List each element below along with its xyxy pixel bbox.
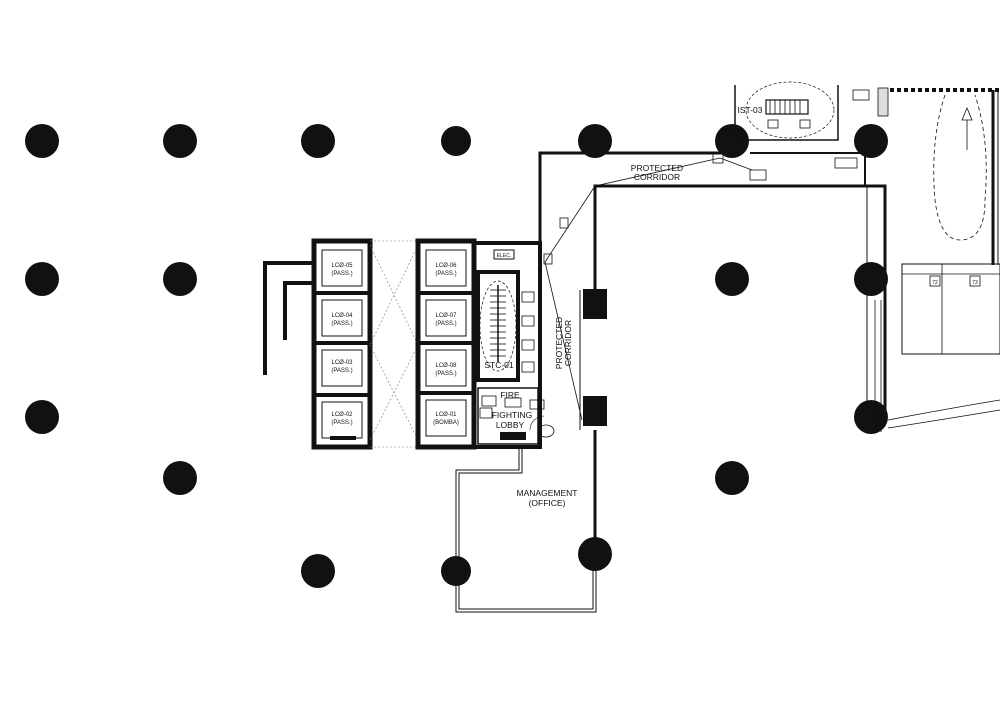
- management-office-label: MANAGEMENT (OFFICE): [517, 488, 578, 508]
- management-office-walls: [455, 448, 597, 613]
- column: [25, 262, 59, 296]
- protected-corridor-vertical-label: PROTECTED CORRIDOR: [554, 317, 573, 369]
- lift-id: LCØ-07: [435, 313, 457, 319]
- column: [715, 262, 749, 296]
- lift-type: (PASS.): [331, 271, 352, 277]
- column: [163, 124, 197, 158]
- lift-id: LCØ-05: [331, 263, 353, 269]
- protected-corridor-top-line1: PROTECTED: [631, 163, 683, 173]
- protected-corridor-top-label: PROTECTED CORRIDOR: [631, 163, 683, 182]
- protected-corridor-walls: [538, 151, 887, 540]
- lift-type: (PASS.): [435, 321, 456, 327]
- stair-left-label: STC-01: [484, 360, 514, 370]
- stair-right-label: IST-03: [737, 105, 762, 115]
- stair-core-right: [734, 81, 889, 181]
- column: [854, 124, 888, 158]
- column: [301, 124, 335, 158]
- lift-type: (PASS.): [435, 371, 456, 377]
- lift-id: LCØ-03: [331, 360, 353, 366]
- lift-bank-right: [415, 238, 477, 450]
- protected-corridor-top-line2: CORRIDOR: [634, 172, 680, 182]
- column: [854, 400, 888, 434]
- column: [301, 554, 335, 588]
- lift-bank-left: [311, 238, 373, 450]
- shaft-wall: [263, 261, 314, 375]
- fire-fighting-lobby-line1: FIRE: [500, 390, 520, 400]
- lift-id: LCØ-08: [435, 363, 457, 369]
- fire-fighting-lobby-line3: LOBBY: [496, 420, 525, 430]
- car-park-area: [874, 88, 1000, 432]
- fire-fighting-lobby-line2: FIGHTING: [492, 410, 533, 420]
- column: [854, 262, 888, 296]
- elec-room: [493, 249, 515, 260]
- lift-id: LCØ-04: [331, 313, 353, 319]
- lift-id: LCØ-01: [435, 412, 457, 418]
- parking-bay-number: 72: [932, 280, 938, 286]
- structural-columns: [25, 124, 888, 588]
- corridor-route-lines: [543, 153, 753, 421]
- fire-fighting-lobby-label: FIRE FIGHTING LOBBY: [492, 390, 533, 430]
- lift-id: LCØ-02: [331, 412, 353, 418]
- parking-bay-number: 73: [972, 280, 978, 286]
- column: [578, 537, 612, 571]
- lift-type: (PASS.): [331, 420, 352, 426]
- column: [163, 262, 197, 296]
- lift-type: (PASS.): [331, 321, 352, 327]
- lift-type: (PASS.): [435, 271, 456, 277]
- protected-corridor-vertical-line2: CORRIDOR: [563, 320, 573, 366]
- lift-id: LCØ-06: [435, 263, 457, 269]
- column: [441, 126, 471, 156]
- stair-core-left: [474, 241, 555, 449]
- elec-label: ELEC.: [497, 253, 511, 259]
- lift-type: (BOMBA): [433, 420, 459, 426]
- column: [25, 400, 59, 434]
- management-office-line1: MANAGEMENT: [517, 488, 578, 498]
- column: [25, 124, 59, 158]
- protected-corridor-vertical-line1: PROTECTED: [554, 317, 564, 369]
- lift-lobby-lines: [369, 240, 419, 448]
- column: [715, 124, 749, 158]
- column: [163, 461, 197, 495]
- lift-labels-right: LCØ-06 (PASS.) LCØ-07 (PASS.) LCØ-08 (PA…: [433, 263, 459, 426]
- management-office-line2: (OFFICE): [529, 498, 566, 508]
- column: [578, 124, 612, 158]
- column: [715, 461, 749, 495]
- lift-labels-left: LCØ-05 (PASS.) LCØ-04 (PASS.) LCØ-03 (PA…: [331, 263, 353, 426]
- corridor-wall-blocks: [583, 289, 607, 426]
- lift-type: (PASS.): [331, 368, 352, 374]
